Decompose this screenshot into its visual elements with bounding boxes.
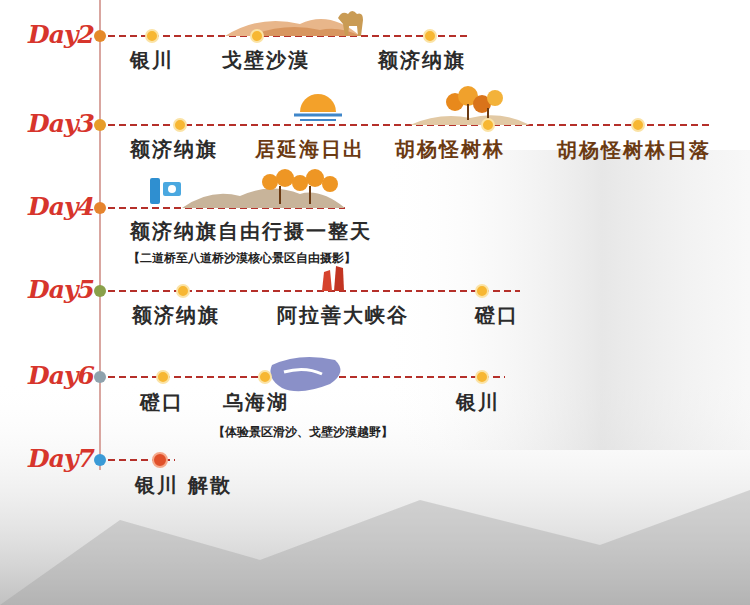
place-name: 银川 <box>456 389 500 416</box>
place-name: 阿拉善大峡谷 <box>277 302 409 329</box>
sunrise <box>294 94 342 120</box>
note-text: 【二道桥至八道桥沙漠核心景区自由摄影】 <box>128 250 356 267</box>
activity-text: 额济纳旗自由行摄一整天 <box>130 218 372 245</box>
place-name: 乌海湖 <box>223 389 289 416</box>
place-name: 胡杨怪树林日落 <box>557 137 711 164</box>
place-name: 胡杨怪树林 <box>395 136 505 163</box>
canyon-rocks <box>322 266 344 291</box>
desert-dunes <box>225 11 363 36</box>
day-label: Day3 <box>28 109 94 138</box>
fog-haze <box>380 150 750 450</box>
poplar-trees <box>410 86 530 125</box>
place-name: 磴口 <box>475 302 519 329</box>
day-label: Day2 <box>28 20 94 49</box>
route-lines <box>108 36 712 460</box>
camera-trees <box>150 169 345 208</box>
note-text: 【体验景区滑沙、戈壁沙漠越野】 <box>213 424 393 441</box>
lake <box>270 357 340 391</box>
timeline-spine <box>99 0 101 470</box>
stop-dots <box>146 30 644 383</box>
day-dots <box>94 30 106 466</box>
stop-dot <box>153 453 167 467</box>
place-name: 银川 解散 <box>135 472 232 499</box>
day-label: Day4 <box>28 192 94 221</box>
place-name: 额济纳旗 <box>378 47 466 74</box>
day-label: Day6 <box>28 361 94 390</box>
mountain-silhouette <box>0 490 750 605</box>
day-label: Day7 <box>28 444 94 473</box>
place-name: 戈壁沙漠 <box>222 47 310 74</box>
place-name: 额济纳旗 <box>130 136 218 163</box>
day-label: Day5 <box>28 275 94 304</box>
place-name: 居延海日出 <box>255 136 365 163</box>
place-name: 额济纳旗 <box>132 302 220 329</box>
place-name: 银川 <box>130 47 174 74</box>
place-name: 磴口 <box>140 389 184 416</box>
